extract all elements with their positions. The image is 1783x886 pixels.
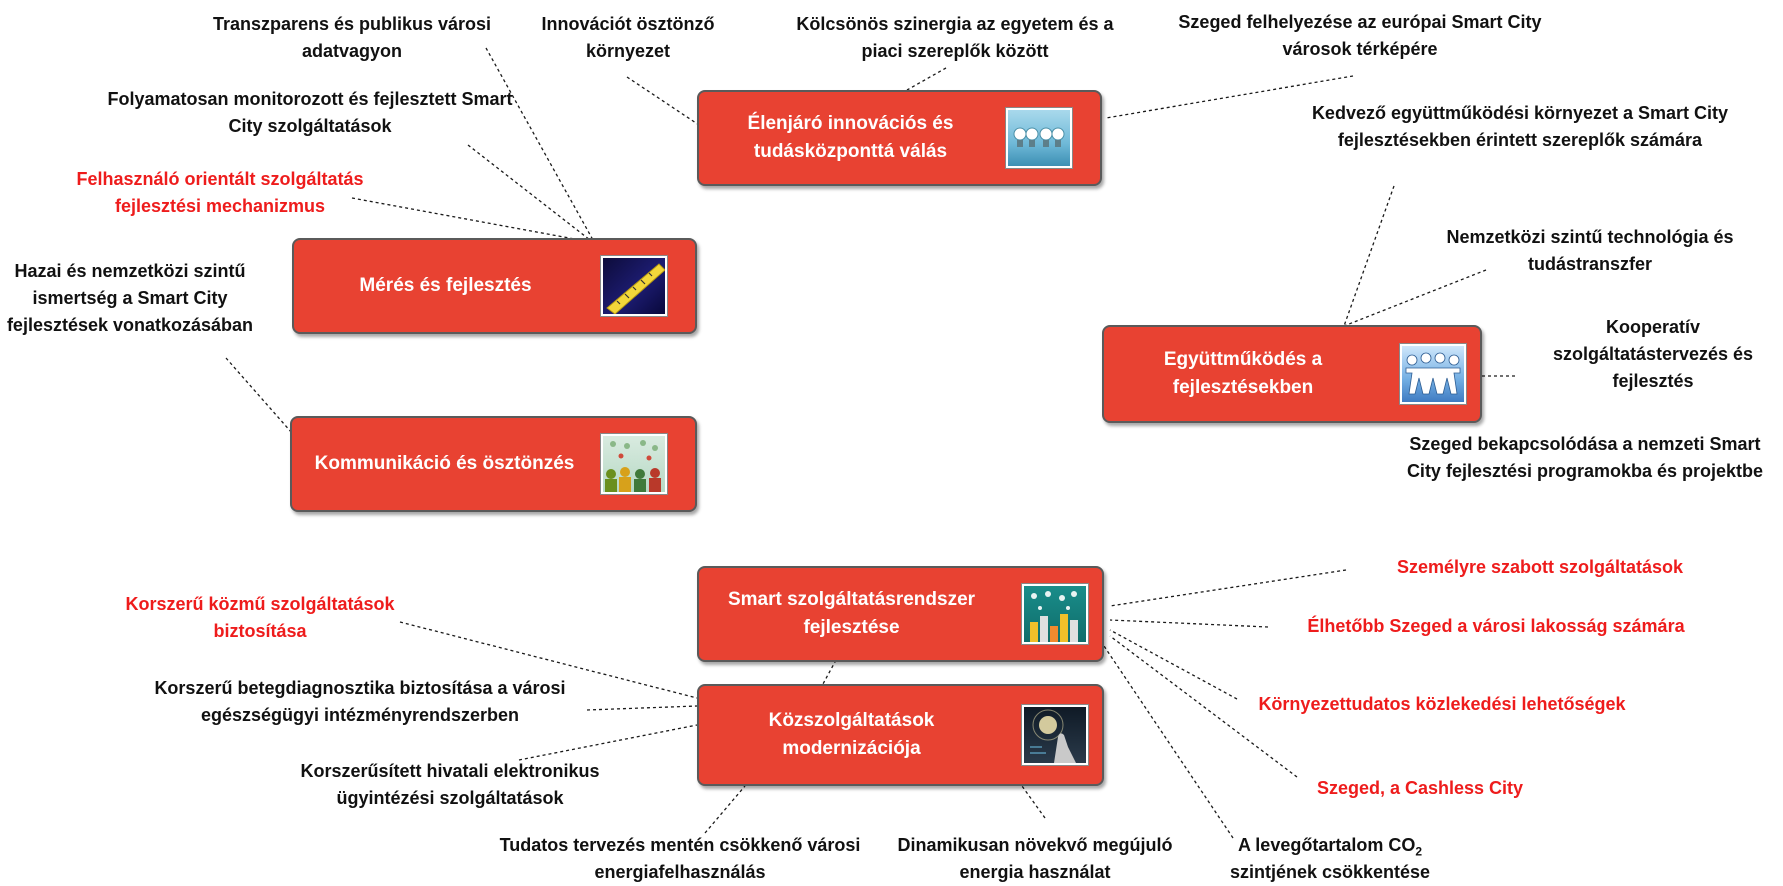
- connector-monitored-services: [467, 144, 591, 241]
- node-cooperation-label: Együttműködés a fejlesztésekben: [1163, 349, 1323, 398]
- leaf-personalized: Személyre szabott szolgáltatások: [1396, 557, 1684, 577]
- connector-tech-transfer: [1343, 269, 1487, 327]
- leaf-user-oriented: Felhasználó orientált szolgáltatás fejle…: [76, 169, 364, 216]
- leaf-european-map: Szeged felhelyezése az európai Smart Cit…: [1178, 12, 1542, 59]
- measuring-tape-icon: [601, 256, 667, 316]
- leaf-awareness: Hazai és nemzetközi szintű ismertség a S…: [6, 261, 254, 335]
- connector-energy-reduction: [704, 785, 746, 834]
- leaf-utilities: Korszerű közmű szolgáltatások biztosítás…: [125, 594, 395, 641]
- node-public-services-label: Közszolgáltatások modernizációja: [768, 710, 935, 759]
- leaf-tech-transfer: Nemzetközi szintű technológia és tudástr…: [1446, 227, 1734, 274]
- crowd-icon: [601, 434, 667, 494]
- leaf-transparent-assets: Transzparens és publikus városi adatvagy…: [212, 14, 492, 61]
- leaf-co2-subscript: 2: [1415, 844, 1423, 859]
- leaf-cooperative-design: Kooperatív szolgáltatástervezés és fejle…: [1552, 317, 1754, 391]
- node-communication[interactable]: Kommunikáció és ösztönzés: [290, 416, 697, 512]
- node-measurement[interactable]: Mérés és fejlesztés: [292, 238, 697, 334]
- node-smart-services-label: Smart szolgáltatásrendszer fejlesztése: [727, 589, 976, 638]
- connector-smart-to-public: [822, 659, 837, 685]
- connector-personalized: [1109, 569, 1347, 607]
- node-measurement-label: Mérés és fejlesztés: [359, 275, 532, 296]
- leaf-co2-prefix: A levegőtartalom CO: [1237, 835, 1416, 855]
- leaf-innovation-env: Innovációt ösztönző környezet: [541, 14, 715, 61]
- node-public-services[interactable]: Közszolgáltatások modernizációja: [697, 684, 1104, 786]
- leaf-e-admin: Korszerűsített hivatali elektronikus ügy…: [300, 761, 600, 808]
- connector-favorable-env: [1343, 185, 1395, 327]
- leaf-co2: A levegőtartalom CO2 szintjének csökkent…: [1210, 832, 1450, 886]
- connector-innovation-env: [626, 76, 703, 128]
- leaf-diagnostics: Korszerű betegdiagnosztika biztosítása a…: [154, 678, 566, 725]
- connector-e-admin: [518, 724, 698, 761]
- leaf-favorable-env: Kedvező együttműködési környezet a Smart…: [1311, 103, 1729, 150]
- node-innovation[interactable]: Élenjáró innovációs és tudásközponttá vá…: [697, 90, 1102, 186]
- city-icons-icon: [1022, 584, 1088, 644]
- leaf-renewable: Dinamikusan növekvő megújuló energia has…: [897, 835, 1173, 882]
- node-cooperation[interactable]: Együttműködés a fejlesztésekben: [1102, 325, 1482, 423]
- connector-transparent-assets: [485, 47, 594, 241]
- node-communication-label: Kommunikáció és ösztönzés: [314, 453, 575, 474]
- connector-synergy: [906, 67, 947, 91]
- connector-livable: [1109, 619, 1269, 628]
- leaf-national-programs: Szeged bekapcsolódása a nemzeti Smart Ci…: [1406, 434, 1764, 481]
- leaf-synergy: Kölcsönös szinergia az egyetem és a piac…: [796, 14, 1114, 61]
- connector-awareness: [225, 357, 293, 434]
- leaf-cashless: Szeged, a Cashless City: [1316, 778, 1524, 798]
- connector-co2: [1103, 645, 1234, 839]
- touch-hand-icon: [1022, 705, 1088, 765]
- connector-diagnostics: [586, 705, 698, 711]
- leaf-co2-suffix: szintjének csökkentése: [1229, 862, 1431, 882]
- node-innovation-label: Élenjáró innovációs és tudásközponttá vá…: [747, 113, 954, 162]
- leaf-energy-reduction: Tudatos tervezés mentén csökkenő városi …: [499, 835, 861, 882]
- leaf-livable: Élhetőbb Szeged a városi lakosság számár…: [1307, 616, 1685, 636]
- leaf-transport: Környezettudatos közlekedési lehetőségek: [1258, 694, 1626, 714]
- node-smart-services[interactable]: Smart szolgáltatásrendszer fejlesztése: [697, 566, 1104, 662]
- connector-user-oriented: [351, 197, 581, 241]
- connector-renewable: [1021, 785, 1046, 819]
- connector-transport: [1109, 629, 1238, 700]
- leaf-monitored-services: Folyamatosan monitorozott és fejlesztett…: [107, 89, 513, 136]
- light-bulbs-icon: [1006, 108, 1072, 168]
- paper-people-chain-icon: [1400, 344, 1466, 404]
